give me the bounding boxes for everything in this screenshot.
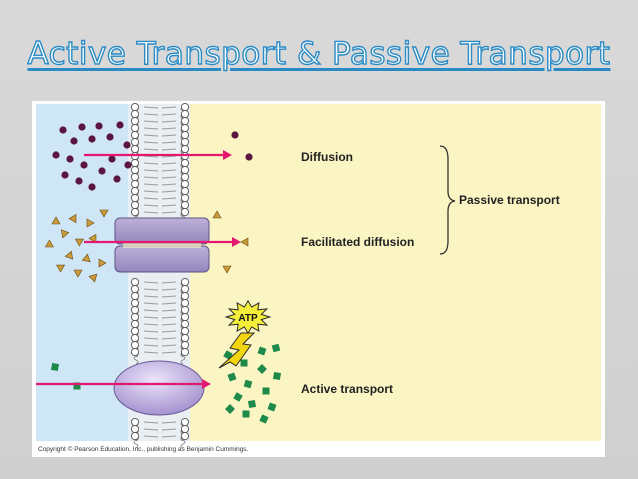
solute-dot <box>231 131 239 139</box>
transport-diagram: ATP Diffusion Facilitated diffusion Acti… <box>32 101 605 457</box>
pump-protein <box>113 360 205 416</box>
solute-dot <box>88 183 96 191</box>
solute-triangle <box>86 218 95 228</box>
solute-dot <box>98 167 106 175</box>
solute-dot <box>75 177 83 185</box>
solute-triangle <box>51 216 61 225</box>
solute-triangle <box>88 233 97 243</box>
solute-dot <box>108 155 116 163</box>
solute-triangle <box>222 265 232 274</box>
solute-square <box>262 387 270 395</box>
facilitated-diffusion-label: Facilitated diffusion <box>301 235 414 249</box>
atp-label: ATP <box>238 313 258 324</box>
solute-square <box>233 392 243 402</box>
solute-dot <box>106 133 114 141</box>
solute-square <box>271 343 281 353</box>
active-transport-arrow <box>36 379 211 389</box>
solute-dot <box>124 161 132 169</box>
solute-triangle <box>240 237 249 247</box>
solute-triangle <box>44 239 54 248</box>
solute-triangle <box>60 229 70 239</box>
solute-square <box>225 404 235 414</box>
lipid-bilayer <box>130 102 190 449</box>
solute-triangle <box>74 238 84 247</box>
solute-square <box>243 379 253 389</box>
passive-transport-label: Passive transport <box>459 193 560 207</box>
solute-triangle <box>68 214 77 224</box>
solute-triangle <box>81 253 91 263</box>
solute-square <box>247 399 257 409</box>
solute-dot <box>123 141 131 149</box>
diffusion-arrow <box>84 150 232 160</box>
energy-bolt <box>218 332 256 369</box>
solute-dot <box>78 123 86 131</box>
solute-dot <box>80 161 88 169</box>
solute-triangle <box>98 258 107 268</box>
solute-triangle <box>64 250 74 260</box>
solute-dot <box>70 137 78 145</box>
diffusion-label: Diffusion <box>301 150 353 164</box>
solute-dot <box>95 122 103 130</box>
solute-square <box>73 382 81 390</box>
solute-square <box>227 372 237 382</box>
slide-title: Active Transport & Passive Transport <box>27 35 611 72</box>
solute-dot <box>113 175 121 183</box>
solute-square <box>259 414 269 424</box>
diagram-canvas: ATP Diffusion Facilitated diffusion Acti… <box>36 102 601 453</box>
passive-brace <box>439 145 456 255</box>
solute-square <box>240 359 248 367</box>
solute-square <box>50 362 60 372</box>
copyright-notice: Copyright © Pearson Education, Inc., pub… <box>38 445 249 453</box>
solute-square <box>242 410 250 418</box>
solute-dot <box>52 151 60 159</box>
solute-dot <box>61 171 69 179</box>
solute-dot <box>66 155 74 163</box>
channel-protein <box>114 217 210 273</box>
solute-triangle <box>88 273 98 283</box>
solute-triangle <box>56 264 66 273</box>
active-transport-label: Active transport <box>301 382 393 396</box>
solute-triangle <box>212 210 222 219</box>
solute-dot <box>88 135 96 143</box>
solute-square <box>257 346 267 356</box>
solute-dot <box>59 126 67 134</box>
solute-dot <box>245 153 253 161</box>
solute-square <box>267 402 277 412</box>
solute-square <box>272 371 282 381</box>
intracellular-region <box>190 104 601 441</box>
solute-dot <box>116 121 124 129</box>
solute-triangle <box>99 209 109 218</box>
facilitated-arrow <box>84 237 241 247</box>
solute-triangle <box>73 269 83 278</box>
